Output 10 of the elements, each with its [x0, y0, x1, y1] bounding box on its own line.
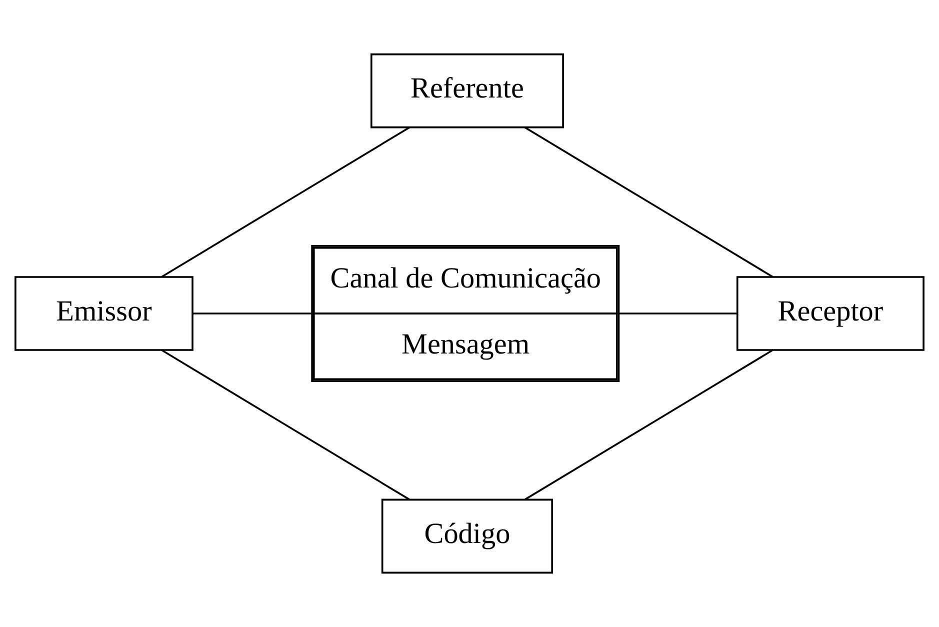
- node-box: Receptor: [736, 276, 924, 351]
- connector: [524, 349, 774, 500]
- connector: [524, 126, 774, 278]
- connector: [192, 312, 312, 314]
- node-box: Referente: [370, 53, 564, 128]
- connector: [619, 312, 738, 314]
- connector: [161, 126, 410, 278]
- node-box: Código: [381, 498, 553, 574]
- node-box: Emissor: [14, 276, 194, 351]
- connector: [161, 349, 410, 500]
